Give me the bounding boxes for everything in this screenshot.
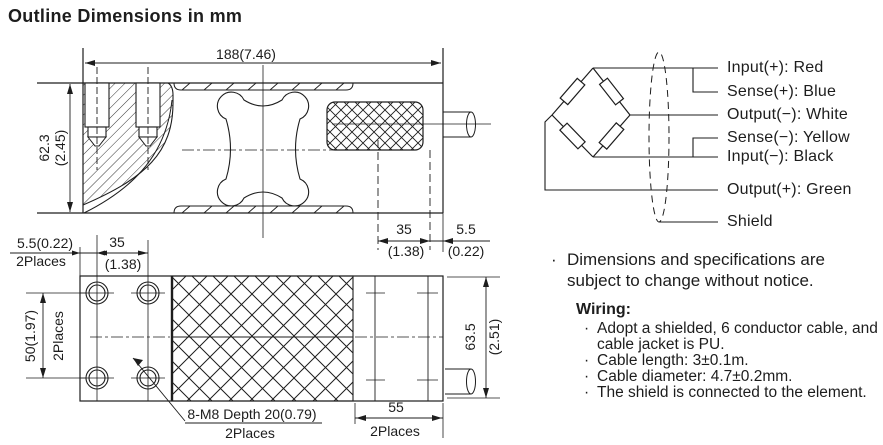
bridge-diagram (544, 51, 718, 223)
disclaimer-note: · Dimensions and specifications are subj… (551, 249, 873, 291)
disclaimer-text: Dimensions and specifications are subjec… (567, 250, 825, 290)
bullet: · (584, 320, 590, 337)
dim-right-pitch-places: 2Places (370, 423, 420, 439)
dim-hole-span: 50(1.97) (22, 309, 38, 363)
plan-dimensions (10, 250, 500, 438)
cable-sheath-ellipse (648, 51, 670, 223)
dim-hole-pitch-in: (1.38) (104, 256, 142, 272)
dim-height-mm: 62.3 (36, 134, 52, 162)
bullet: · (551, 250, 557, 269)
screw-left (84, 67, 110, 170)
wiring-note-item: · Adopt a shielded, 6 conductor cable, a… (584, 320, 878, 353)
wiring-notes: · Adopt a shielded, 6 conductor cable, a… (584, 321, 883, 401)
page-title: Outline Dimensions in mm (8, 6, 243, 26)
wire-label-input-minus: Input(−): Black (727, 148, 834, 165)
dim-cable-stub-in: (0.22) (447, 243, 485, 259)
wiring-note-item: · The shield is connected to the element… (584, 384, 867, 401)
dim-width-mm: 63.5 (462, 323, 478, 351)
top-recess (173, 82, 354, 91)
mounting-holes (80, 281, 165, 390)
wire-label-sense-plus: Sense(+): Blue (727, 83, 837, 100)
wire-label-output-minus: Output(−): White (727, 106, 849, 123)
cable-side (443, 111, 476, 138)
wire-label-shield: Shield (727, 213, 773, 230)
wiring-note-item: · Cable length: 3±0.1m. (584, 352, 749, 369)
flexure-cutout (216, 91, 310, 207)
dim-edge-offset: 5.5(0.22) (16, 235, 74, 251)
dim-hole-span-places: 2Places (50, 311, 66, 361)
platform-hatch (171, 275, 354, 402)
name-plate (326, 101, 424, 151)
bullet: · (584, 384, 590, 401)
bottom-recess (173, 205, 354, 214)
dim-cable-stub-mm: 5.5 (456, 221, 476, 237)
bullet: · (584, 352, 590, 369)
side-dimensions (67, 60, 490, 244)
dim-right-pitch: 55 (388, 399, 404, 415)
bullet: · (584, 368, 590, 385)
dim-height-in: (2.45) (52, 129, 68, 167)
lead-wires (544, 67, 718, 223)
wiring-note-item: · Cable diameter: 4.7±0.2mm. (584, 368, 793, 385)
dim-length: 188(7.46) (216, 46, 276, 62)
wire-label-sense-minus: Sense(−): Yellow (727, 129, 850, 146)
dim-width-in: (2.51) (486, 318, 502, 356)
dim-cable-block-in: (1.38) (387, 243, 425, 259)
thread-callout: 8-M8 Depth 20(0.79) (187, 406, 317, 422)
wire-label-output-plus: Output(+): Green (727, 181, 852, 198)
wire-label-input-plus: Input(+): Red (727, 59, 824, 76)
screw-right (135, 67, 161, 170)
dim-edge-offset-places: 2Places (16, 253, 66, 269)
outline-drawing (10, 48, 500, 438)
cable-plan (445, 368, 476, 395)
thread-callout-places: 2Places (225, 425, 275, 441)
wiring-heading: Wiring: (576, 301, 631, 318)
dim-cable-block-mm: 35 (396, 221, 412, 237)
strain-gauges (559, 77, 625, 150)
dim-hole-pitch-mm: 35 (109, 234, 125, 250)
